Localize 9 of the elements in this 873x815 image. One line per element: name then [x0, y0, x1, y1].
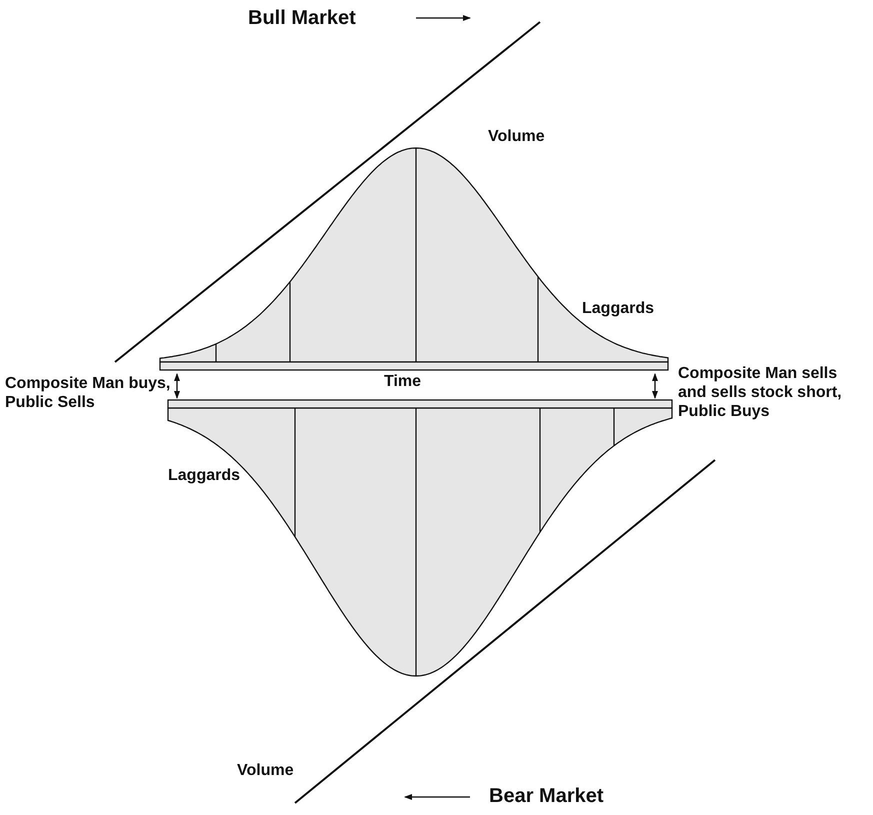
phase-note: Composite Man sells and sells stock short, Public Buys [678, 364, 843, 421]
axis-label: Volume [237, 761, 294, 780]
market-label: Bull Market [248, 7, 356, 30]
group-label: Laggards [168, 466, 240, 485]
group-label: Laggards [582, 299, 654, 318]
axis-label: Time [384, 372, 422, 391]
market-label: Bear Market [489, 785, 604, 808]
phase-note: Composite Man buys, Public Sells [5, 374, 172, 412]
axis-label: Volume [488, 127, 545, 146]
